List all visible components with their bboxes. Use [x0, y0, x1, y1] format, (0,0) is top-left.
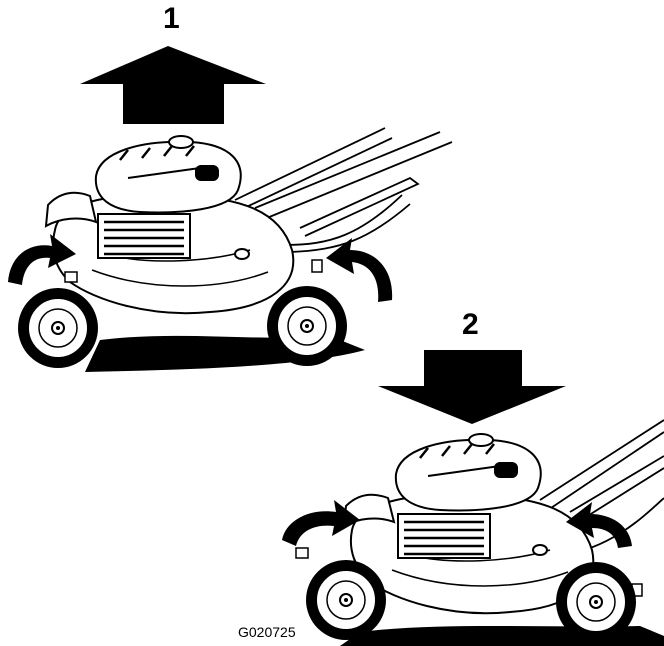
mower-1 — [8, 127, 453, 372]
down-arrow-icon — [378, 350, 566, 424]
step-2-label: 2 — [462, 308, 479, 341]
mower-2 — [282, 419, 664, 646]
figure-code: G020725 — [238, 624, 296, 640]
up-arrow-icon — [80, 46, 266, 124]
step-1-label: 1 — [163, 2, 180, 35]
